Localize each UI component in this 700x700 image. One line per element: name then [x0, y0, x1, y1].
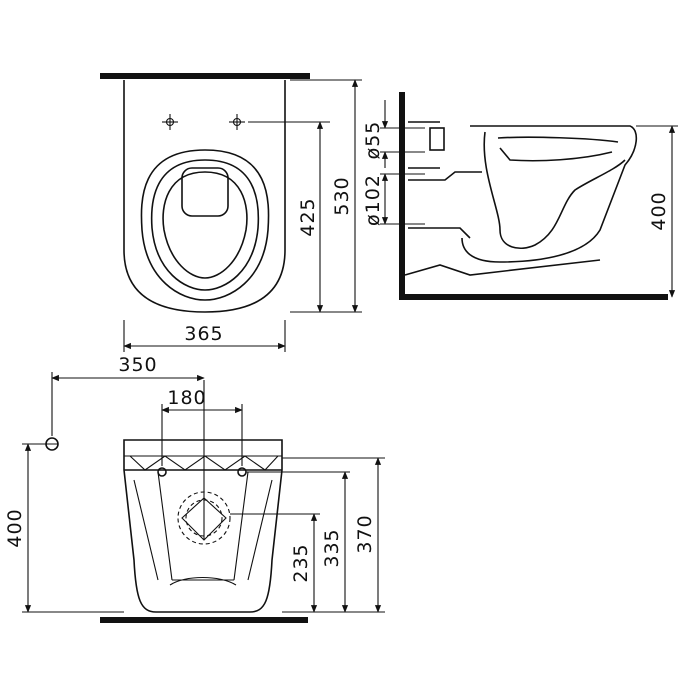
front-bolt-left	[157, 467, 167, 477]
bowl-opening	[162, 171, 248, 279]
dim-label-235: 235	[290, 543, 312, 582]
dim-label-335: 335	[321, 528, 343, 567]
rim-zigzag	[129, 455, 279, 471]
side-base-line	[404, 259, 601, 276]
bowl-rim-outer	[140, 149, 270, 301]
dim-label-102: ø102	[362, 174, 384, 226]
dim-label-55: ø55	[362, 121, 384, 160]
top-body-outline	[123, 80, 286, 313]
bolt-marker-right	[229, 114, 245, 130]
side-view: ø55 ø102 400	[362, 92, 678, 300]
dim-label-350: 350	[118, 354, 157, 376]
inlet-stub	[429, 127, 445, 151]
inlet-pipe-lines	[408, 121, 440, 169]
front-body-outline	[123, 439, 283, 613]
front-bottom-curve	[169, 577, 237, 586]
bolt-marker-left	[162, 114, 178, 130]
bowl-rim-profile	[497, 136, 619, 162]
dim-label-530: 530	[331, 176, 353, 215]
top-view: 365 425 530	[100, 73, 362, 352]
bowl-inner-profile	[483, 131, 626, 249]
outlet-pipe-bottom	[408, 227, 471, 239]
front-facets	[133, 471, 273, 581]
bowl-water-area	[181, 167, 229, 217]
dim-label-180: 180	[167, 387, 206, 409]
bowl-rim-inner	[150, 159, 260, 291]
dim-label-370: 370	[354, 514, 376, 553]
front-view: 350 180 400 235 335 370	[4, 354, 385, 623]
outlet-diamond	[181, 497, 227, 541]
dim-label-425: 425	[297, 197, 319, 236]
dim-label-front-400: 400	[4, 508, 26, 547]
dim-label-side-400: 400	[648, 191, 670, 230]
dim-label-365: 365	[184, 323, 223, 345]
outlet-pipe-top	[408, 171, 482, 181]
bowl-outer-profile	[461, 125, 638, 263]
